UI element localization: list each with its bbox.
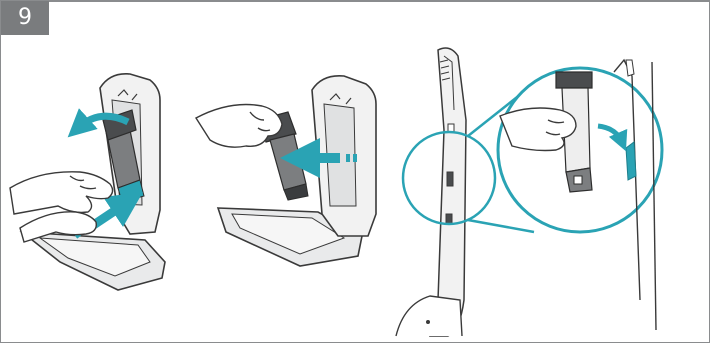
clip-icon: [626, 142, 636, 180]
panel-3-wand-detail: [396, 48, 662, 336]
panel-2-attach-brush: [196, 76, 376, 266]
stand-base-1: [22, 232, 165, 290]
vacuum-wand: [396, 48, 466, 336]
callout-line-bottom: [468, 220, 534, 232]
detail-zoom-circle: [498, 60, 662, 330]
hand-left-1: [10, 172, 113, 214]
panel-1-remove-brush: [10, 74, 165, 290]
